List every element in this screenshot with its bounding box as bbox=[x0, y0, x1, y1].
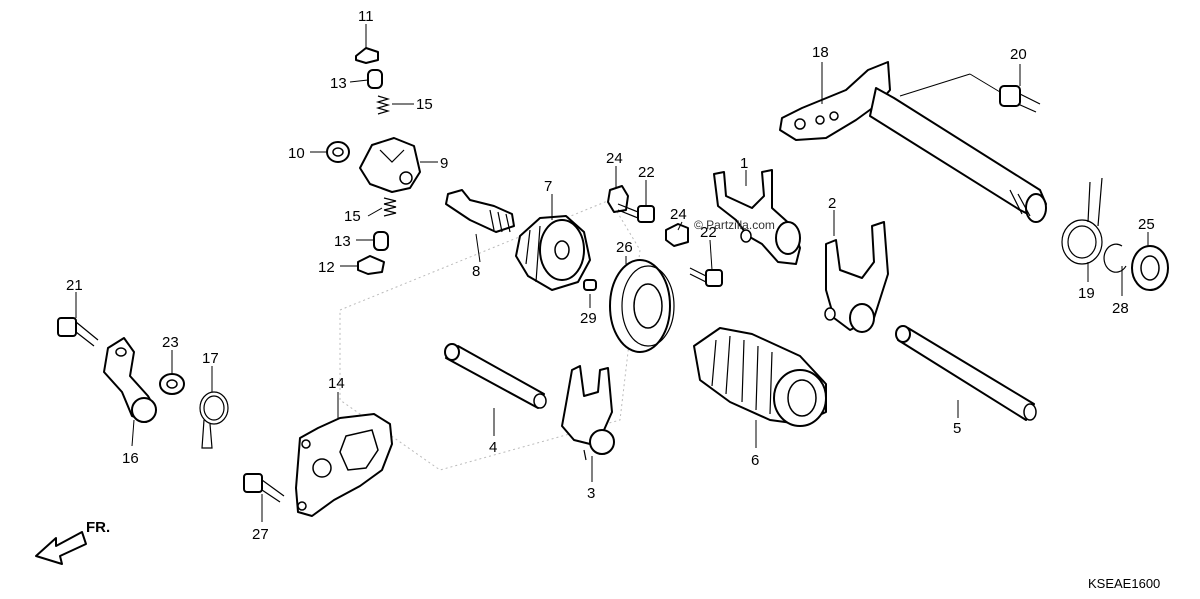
callout-15-upper: 15 bbox=[416, 96, 433, 113]
part-25-washer bbox=[1131, 245, 1169, 291]
part-13-lower-pin bbox=[373, 231, 389, 251]
diagram-code: KSEAE1600 bbox=[1088, 576, 1160, 591]
callout-15-lower: 15 bbox=[344, 208, 361, 225]
callout-18: 18 bbox=[812, 44, 829, 61]
part-24-upper-plate bbox=[607, 185, 629, 213]
part-15-upper-spring bbox=[375, 95, 391, 115]
direction-label: FR. bbox=[86, 519, 110, 536]
part-23-washer bbox=[159, 373, 185, 395]
part-17-return-spring bbox=[199, 391, 229, 449]
callout-1: 1 bbox=[740, 155, 748, 172]
part-27-bolt bbox=[243, 473, 285, 503]
part-13-upper-pin bbox=[367, 69, 383, 89]
callout-4: 4 bbox=[489, 439, 497, 456]
part-26-bearing bbox=[609, 259, 675, 353]
callout-16: 16 bbox=[122, 450, 139, 467]
part-4-fork-shaft bbox=[444, 343, 547, 409]
callout-25: 25 bbox=[1138, 216, 1155, 233]
callout-10: 10 bbox=[288, 145, 305, 162]
part-20-bolt bbox=[999, 85, 1041, 113]
callout-2: 2 bbox=[828, 195, 836, 212]
callout-23: 23 bbox=[162, 334, 179, 351]
part-8-stopper-shaft bbox=[445, 189, 515, 233]
callout-27: 27 bbox=[252, 526, 269, 543]
callout-22-upper: 22 bbox=[638, 164, 655, 181]
part-24-lower-plate bbox=[665, 223, 689, 247]
part-19-return-spring bbox=[1061, 177, 1103, 265]
callout-13-upper: 13 bbox=[330, 75, 347, 92]
part-14-guide-plate bbox=[295, 413, 393, 517]
part-29-dowel-pin bbox=[583, 279, 597, 291]
callout-19: 19 bbox=[1078, 285, 1095, 302]
part-1-shift-fork bbox=[713, 169, 801, 265]
callout-6: 6 bbox=[751, 452, 759, 469]
part-2-shift-fork bbox=[824, 221, 889, 333]
callout-20: 20 bbox=[1010, 46, 1027, 63]
callout-29: 29 bbox=[580, 310, 597, 327]
callout-labels: 11 13 15 10 9 15 13 12 8 7 24 22 24 22 2… bbox=[66, 8, 1155, 543]
callout-9: 9 bbox=[440, 155, 448, 172]
part-18-gearshift-spindle bbox=[779, 61, 1047, 223]
part-12-detent-plate bbox=[357, 255, 385, 275]
callout-17: 17 bbox=[202, 350, 219, 367]
callout-21: 21 bbox=[66, 277, 83, 294]
part-16-shift-arm bbox=[103, 337, 157, 423]
callout-24-upper: 24 bbox=[606, 150, 623, 167]
callout-24-lower: 24 bbox=[670, 206, 687, 223]
part-9-stopper-arm bbox=[359, 137, 421, 193]
callout-12: 12 bbox=[318, 259, 335, 276]
part-22-upper-bolt bbox=[617, 203, 655, 223]
part-11-detent-cap bbox=[355, 47, 379, 64]
callout-11: 11 bbox=[358, 8, 374, 25]
part-5-fork-shaft bbox=[895, 325, 1037, 421]
callout-5: 5 bbox=[953, 420, 961, 437]
callout-22-lower: 22 bbox=[700, 224, 717, 241]
part-3-shift-fork bbox=[561, 365, 615, 461]
front-direction-arrow: FR. bbox=[35, 519, 110, 565]
callout-7: 7 bbox=[544, 178, 552, 195]
callout-3: 3 bbox=[587, 485, 595, 502]
part-21-bolt bbox=[57, 317, 99, 347]
leader-lines bbox=[75, 24, 1149, 522]
callout-28: 28 bbox=[1112, 300, 1129, 317]
part-6-shift-drum bbox=[693, 327, 827, 427]
part-10-collar bbox=[326, 141, 350, 163]
part-28-circlip bbox=[1103, 243, 1127, 273]
watermark-text: © Partzilla.com bbox=[694, 218, 775, 232]
part-7-drum-center bbox=[515, 215, 591, 291]
part-15-lower-spring bbox=[383, 197, 397, 217]
callout-26: 26 bbox=[616, 239, 633, 256]
callout-14: 14 bbox=[328, 375, 345, 392]
callout-13-lower: 13 bbox=[334, 233, 351, 250]
callout-8: 8 bbox=[472, 263, 480, 280]
part-22-lower-bolt bbox=[689, 267, 723, 287]
